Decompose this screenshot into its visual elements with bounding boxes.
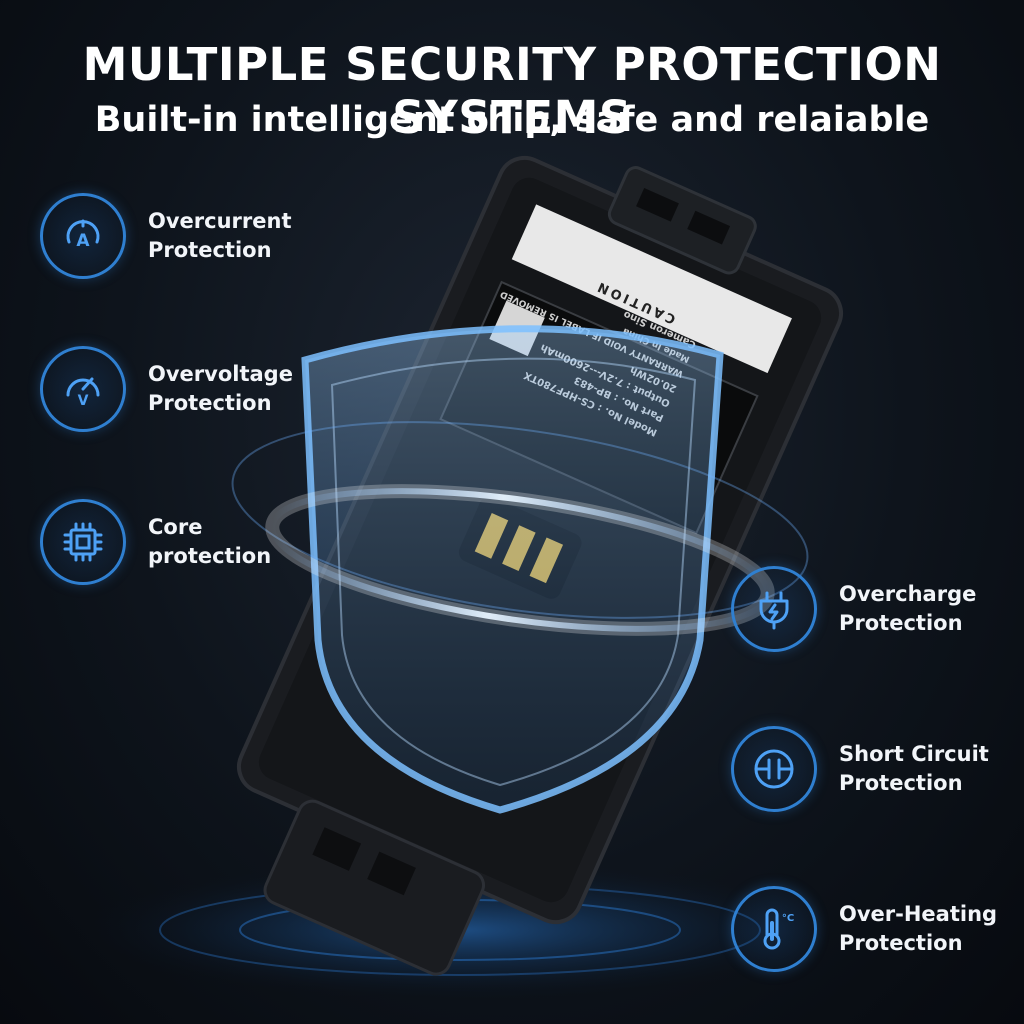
feature-overvoltage: V Overvoltage Protection (40, 346, 318, 432)
feature-overvoltage-line1: Overvoltage (148, 362, 293, 386)
short-circuit-icon (731, 726, 817, 812)
svg-text:°C: °C (782, 913, 794, 924)
shield-graphic (301, 325, 724, 814)
caution-sticker (511, 204, 792, 374)
feature-over-heating: °C Over-Heating Protection (731, 886, 1009, 972)
feature-overcurrent-line1: Overcurrent (148, 209, 292, 233)
battery-label (439, 280, 759, 535)
feature-overcharge-line1: Overcharge (839, 582, 977, 606)
page-subtitle: Built-in intelligent chip, safe and rela… (94, 100, 930, 140)
thermometer-icon: °C (731, 886, 817, 972)
label-model: Model No. : CS-HPF780TX (522, 369, 659, 438)
feature-overvoltage-line2: Protection (148, 391, 272, 415)
voltage-gauge-icon: V (40, 346, 126, 432)
label-energy: 20.02Wh (629, 364, 679, 394)
feature-short-circuit: Short Circuit Protection (731, 726, 1009, 812)
battery-body (236, 155, 844, 925)
label-origin: Made In China (622, 325, 692, 363)
svg-text:A: A (76, 231, 90, 251)
label-warranty: WARRANTY VOID IF LABEL IS REMOVED (499, 288, 685, 378)
feature-over-heating-line1: Over-Heating (839, 902, 998, 926)
feature-core: Core protection (40, 499, 318, 585)
feature-overcharge: Overcharge Protection (731, 566, 1009, 652)
feature-overcurrent-line2: Protection (148, 238, 272, 262)
feature-over-heating-line2: Protection (839, 931, 963, 955)
svg-text:V: V (78, 393, 89, 409)
feature-overcurrent: A Overcurrent Protection (40, 193, 318, 279)
charging-plug-icon (731, 566, 817, 652)
label-caution: CAUTION (593, 277, 678, 326)
feature-core-line1: Core (148, 515, 203, 539)
page-title: MULTIPLE SECURITY PROTECTION SYSTEMS (82, 38, 942, 144)
feature-overcharge-line2: Protection (839, 611, 963, 635)
ampere-gauge-icon: A (40, 193, 126, 279)
label-output: Output : 7.2V---2600mAh (539, 341, 672, 408)
chip-icon (40, 499, 126, 585)
feature-short-circuit-line1: Short Circuit (839, 742, 989, 766)
feature-short-circuit-line2: Protection (839, 771, 963, 795)
label-brand: Cameron Sino (622, 308, 698, 350)
feature-core-line2: protection (148, 544, 272, 568)
label-part: Part No. : BP-483 (573, 374, 666, 423)
